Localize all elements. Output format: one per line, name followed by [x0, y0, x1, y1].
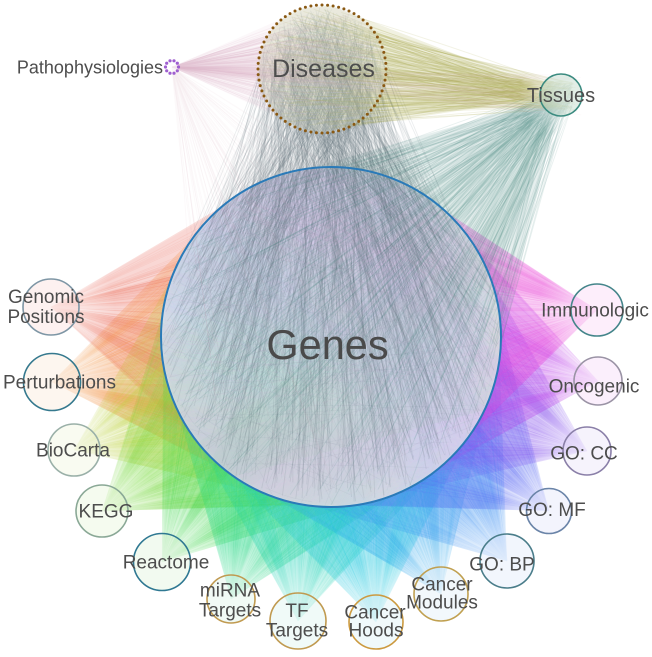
svg-text:Immunologic: Immunologic — [541, 301, 649, 322]
svg-text:Tissues: Tissues — [527, 85, 595, 107]
svg-text:Genes: Genes — [266, 321, 388, 368]
svg-text:TF: TF — [285, 601, 308, 622]
svg-text:GO: BP: GO: BP — [469, 555, 534, 576]
svg-text:GO: CC: GO: CC — [550, 444, 618, 465]
svg-text:miRNA: miRNA — [200, 581, 260, 602]
svg-text:GO: MF: GO: MF — [518, 500, 586, 521]
svg-text:Reactome: Reactome — [123, 553, 210, 574]
svg-text:Targets: Targets — [266, 621, 328, 642]
svg-text:Oncogenic: Oncogenic — [549, 377, 640, 398]
svg-text:Genomic: Genomic — [8, 287, 84, 308]
svg-text:KEGG: KEGG — [79, 502, 134, 523]
svg-text:Perturbations: Perturbations — [3, 373, 116, 394]
svg-text:Positions: Positions — [7, 307, 84, 328]
svg-text:Diseases: Diseases — [272, 55, 375, 83]
svg-text:Pathophysiologies: Pathophysiologies — [17, 57, 163, 77]
svg-text:Targets: Targets — [199, 601, 261, 622]
svg-text:Cancer: Cancer — [411, 575, 473, 596]
svg-text:Hoods: Hoods — [349, 621, 404, 642]
svg-text:Modules: Modules — [406, 593, 478, 614]
svg-text:BioCarta: BioCarta — [36, 441, 110, 462]
svg-text:Cancer: Cancer — [344, 603, 406, 624]
